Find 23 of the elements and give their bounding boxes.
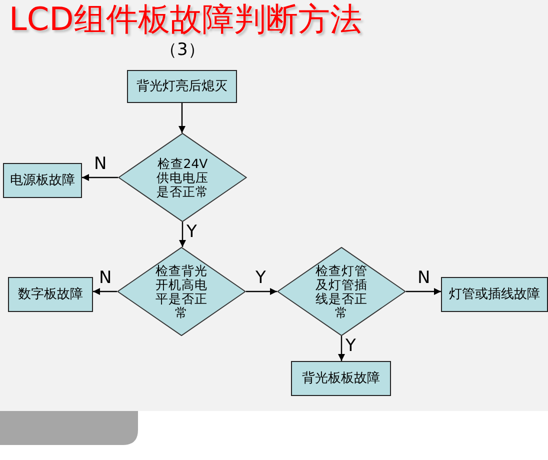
slide-title: LCD组件板故障判断方法 [9, 0, 362, 38]
process-box: 数字板故障 [8, 277, 93, 312]
edge-label: N [418, 268, 430, 288]
arrow [178, 103, 186, 133]
edge-label: N [99, 268, 112, 288]
arrow [82, 174, 118, 181]
arrow [406, 288, 441, 295]
arrow [93, 288, 117, 295]
decision-diamond: 检查背光开机高电平是否正常 [117, 247, 246, 336]
edge-label: N [94, 154, 107, 174]
step-number: （3） [160, 39, 205, 61]
edge-label: Y [346, 336, 356, 356]
arrow [179, 222, 186, 247]
process-box: 背光板板故障 [291, 361, 391, 396]
decision-diamond: 检查灯管及灯管插线是否正常 [277, 247, 406, 336]
arrow [246, 288, 277, 295]
arrow [338, 336, 345, 361]
edge-label: Y [256, 268, 266, 288]
decision-diamond: 检查24V供电电压是否正常 [118, 133, 247, 222]
process-box: 灯管或插线故障 [441, 277, 548, 312]
edge-label: Y [186, 222, 197, 242]
process-box: 电源板故障 [3, 163, 82, 198]
process-box: 背光灯亮后熄灭 [127, 70, 237, 103]
